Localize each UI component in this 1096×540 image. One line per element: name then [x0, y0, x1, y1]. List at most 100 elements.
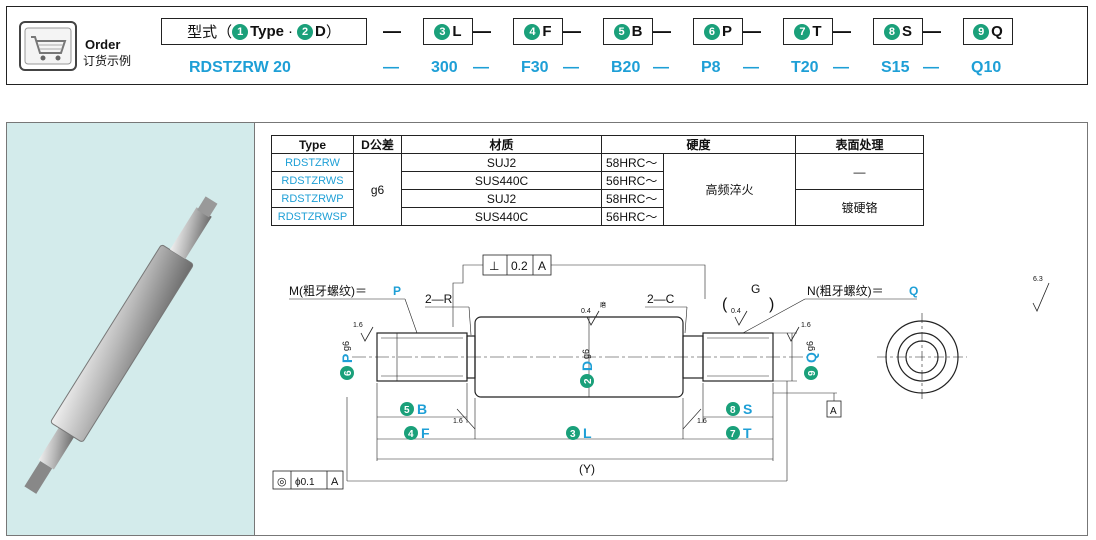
- product-detail-panel: Type D公差 材质 硬度 表面处理 RDSTZRW g6 SUJ2 58HR…: [6, 122, 1088, 536]
- svg-text:g6: g6: [581, 349, 591, 359]
- dim-p: 6 P g6: [339, 341, 355, 380]
- thread-right-label: N(粗牙螺纹)＝: [807, 284, 884, 298]
- type-suffix: ）: [325, 24, 341, 41]
- thread-left-label: M(粗牙螺纹)＝: [289, 284, 367, 298]
- svg-text:P: P: [339, 354, 355, 363]
- svg-text:Q: Q: [803, 352, 819, 363]
- g-label: G: [751, 282, 760, 296]
- field-label: F: [542, 23, 552, 40]
- grind-mark: 磨: [600, 301, 606, 309]
- svg-text:D: D: [579, 361, 595, 371]
- th-material: 材质: [401, 135, 602, 154]
- svg-text:3: 3: [570, 429, 576, 440]
- paren-left: (: [722, 296, 728, 313]
- value-dash: —: [833, 59, 849, 76]
- field-badge: 8: [883, 23, 900, 40]
- d-label: D: [315, 23, 326, 40]
- field-value-b: B20: [611, 59, 641, 76]
- type-box: 型式（ 1 Type · 2 D ）: [161, 18, 367, 45]
- field-value-f: F30: [521, 59, 549, 76]
- order-example-bar: Order 订货示例 型式（ 1 Type · 2 D ） RDSTZRW 20…: [6, 6, 1088, 85]
- svg-text:9: 9: [807, 370, 818, 376]
- type-prefix: 型式（: [187, 24, 233, 41]
- conc-value: ϕ0.1: [295, 477, 315, 488]
- type-cell[interactable]: RDSTZRW: [271, 153, 354, 172]
- value-dash: —: [383, 59, 399, 76]
- tolerance-cell: g6: [353, 153, 402, 226]
- dim-d: 2 D g6: [579, 349, 595, 388]
- svg-text:T: T: [743, 425, 752, 441]
- spec-table: Type D公差 材质 硬度 表面处理 RDSTZRW g6 SUJ2 58HR…: [271, 135, 924, 226]
- field-badge: 9: [973, 23, 990, 40]
- separator-dash: —: [743, 21, 761, 41]
- datum-a: A: [830, 406, 837, 417]
- hardness-cell: 58HRC〜: [601, 153, 664, 172]
- type-cell[interactable]: RDSTZRWSP: [271, 207, 354, 226]
- dim-f: 4 F: [404, 425, 430, 441]
- material-cell: SUS440C: [401, 171, 602, 190]
- field-badge: 7: [794, 23, 811, 40]
- y-label: (Y): [579, 462, 595, 476]
- material-cell: SUS440C: [401, 207, 602, 226]
- svg-text:6: 6: [343, 370, 354, 376]
- dim-l: 3 L: [566, 425, 592, 441]
- th-hardness: 硬度: [601, 135, 796, 154]
- field-value-q: Q10: [971, 59, 1002, 76]
- thread-left-var: P: [393, 284, 401, 298]
- dim-b: 5 B: [400, 401, 427, 417]
- separator-dash: —: [653, 21, 671, 41]
- hardness-cell: 56HRC〜: [601, 207, 664, 226]
- separator-dash: —: [473, 21, 491, 41]
- paren-right: ): [769, 296, 774, 313]
- perp-value: 0.2: [511, 259, 528, 273]
- perp-symbol: ⊥: [489, 259, 499, 273]
- field-label: L: [452, 23, 462, 40]
- rough-g: 0.4: [731, 308, 741, 315]
- field-value-t: T20: [791, 59, 819, 76]
- cart-icon: [19, 21, 77, 71]
- svg-text:F: F: [421, 425, 430, 441]
- value-dash: —: [743, 59, 759, 76]
- conc-symbol: ◎: [277, 476, 287, 488]
- separator-dash: —: [833, 21, 851, 41]
- value-dash: —: [473, 59, 489, 76]
- th-surface: 表面处理: [795, 135, 924, 154]
- svg-text:4: 4: [408, 429, 414, 440]
- svg-text:8: 8: [730, 405, 736, 416]
- type-value: RDSTZRW 20: [189, 59, 291, 76]
- surface-none-cell: —: [795, 153, 924, 190]
- hardness-cell: 56HRC〜: [601, 171, 664, 190]
- rough-general: 6.3: [1033, 276, 1043, 283]
- field-badge: 3: [434, 23, 451, 40]
- field-badge: 6: [703, 23, 720, 40]
- field-label: T: [812, 23, 822, 40]
- field-label: P: [721, 23, 732, 40]
- svg-text:7: 7: [730, 429, 736, 440]
- type-cell[interactable]: RDSTZRWP: [271, 189, 354, 208]
- separator-dash: —: [563, 21, 581, 41]
- type-sep: ·: [288, 23, 294, 40]
- dim-t: 7 T: [726, 425, 752, 441]
- value-dash: —: [563, 59, 579, 76]
- field-value-l: 300: [431, 59, 458, 76]
- rough-right: 1.6: [801, 322, 811, 329]
- type-cell[interactable]: RDSTZRWS: [271, 171, 354, 190]
- value-dash: —: [653, 59, 669, 76]
- rough-left: 1.6: [353, 322, 363, 329]
- badge-1: 1: [232, 23, 249, 40]
- technical-drawing: ⊥ 0.2 A M(粗牙螺纹)＝ P 2—R 2—C ( G ) N(粗牙螺纹)…: [272, 254, 1050, 490]
- chamfer-label: 2—C: [647, 292, 675, 306]
- badge-2: 2: [297, 23, 314, 40]
- radius-label: 2—R: [425, 292, 453, 306]
- separator-dash: —: [383, 21, 401, 41]
- field-value-p: P8: [701, 59, 721, 76]
- rough-shoulder-left: 1.6: [453, 418, 463, 425]
- field-label: S: [901, 23, 912, 40]
- svg-text:S: S: [743, 401, 752, 417]
